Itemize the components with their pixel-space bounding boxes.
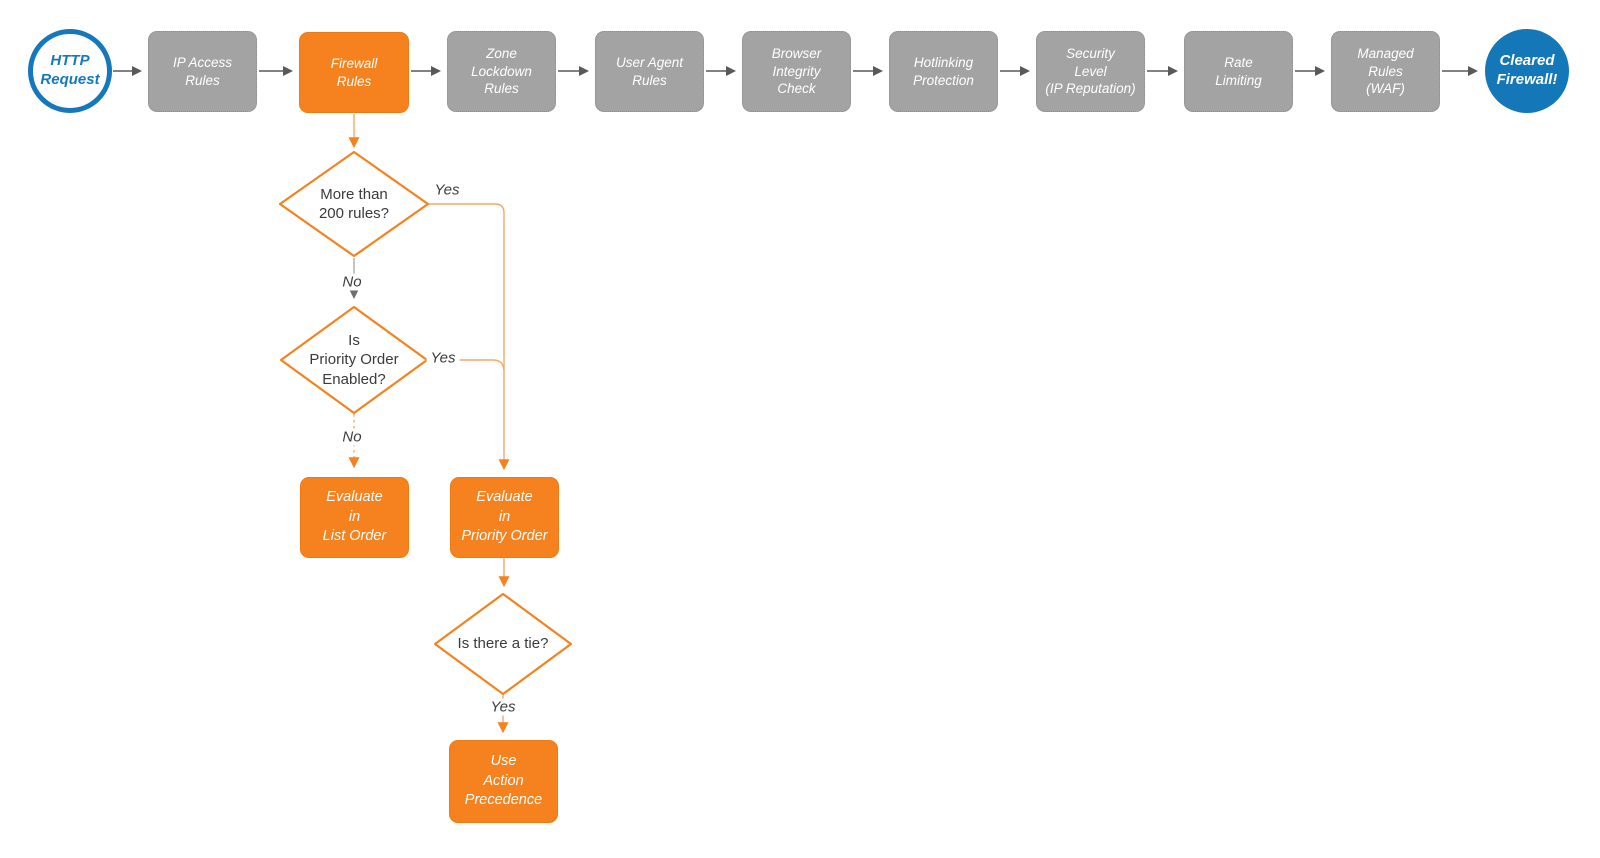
diamond-more-than-200-rules xyxy=(278,150,430,258)
label-d2-no: No xyxy=(338,428,366,446)
node-cleared-firewall: Cleared Firewall! xyxy=(1485,29,1569,113)
node-rate-limiting: Rate Limiting xyxy=(1184,31,1293,112)
node-evaluate-in-priority-order: Evaluate in Priority Order xyxy=(450,477,559,558)
node-http-request: HTTP Request xyxy=(28,29,112,113)
question-is-there-a-tie: Is there a tie? xyxy=(457,635,549,653)
node-user-agent-rules: User Agent Rules xyxy=(595,31,704,112)
node-managed-rules-waf: Managed Rules (WAF) xyxy=(1331,31,1440,112)
question-priority-order-enabled: Is Priority Order Enabled? xyxy=(309,332,399,388)
node-zone-lockdown-rules: Zone Lockdown Rules xyxy=(447,31,556,112)
edge-d1-yes xyxy=(429,203,510,471)
node-use-action-precedence: Use Action Precedence xyxy=(449,740,558,823)
label-d1-yes: Yes xyxy=(430,181,464,199)
node-browser-integrity-check: Browser Integrity Check xyxy=(742,31,851,112)
label-d3-yes: Yes xyxy=(486,698,520,716)
edge-d2-yes xyxy=(428,359,505,371)
label-d1-no: No xyxy=(338,273,366,291)
node-firewall-rules: Firewall Rules xyxy=(299,32,409,113)
node-evaluate-in-list-order: Evaluate in List Order xyxy=(300,477,409,558)
diamond-is-there-a-tie xyxy=(433,592,573,696)
decision-diamonds xyxy=(278,150,573,696)
question-more-than-200-rules: More than 200 rules? xyxy=(318,185,390,222)
label-d2-yes: Yes xyxy=(426,349,460,367)
node-ip-access-rules: IP Access Rules xyxy=(148,31,257,112)
node-security-level-ip-reputation: Security Level (IP Reputation) xyxy=(1036,31,1145,112)
node-hotlinking-protection: Hotlinking Protection xyxy=(889,31,998,112)
